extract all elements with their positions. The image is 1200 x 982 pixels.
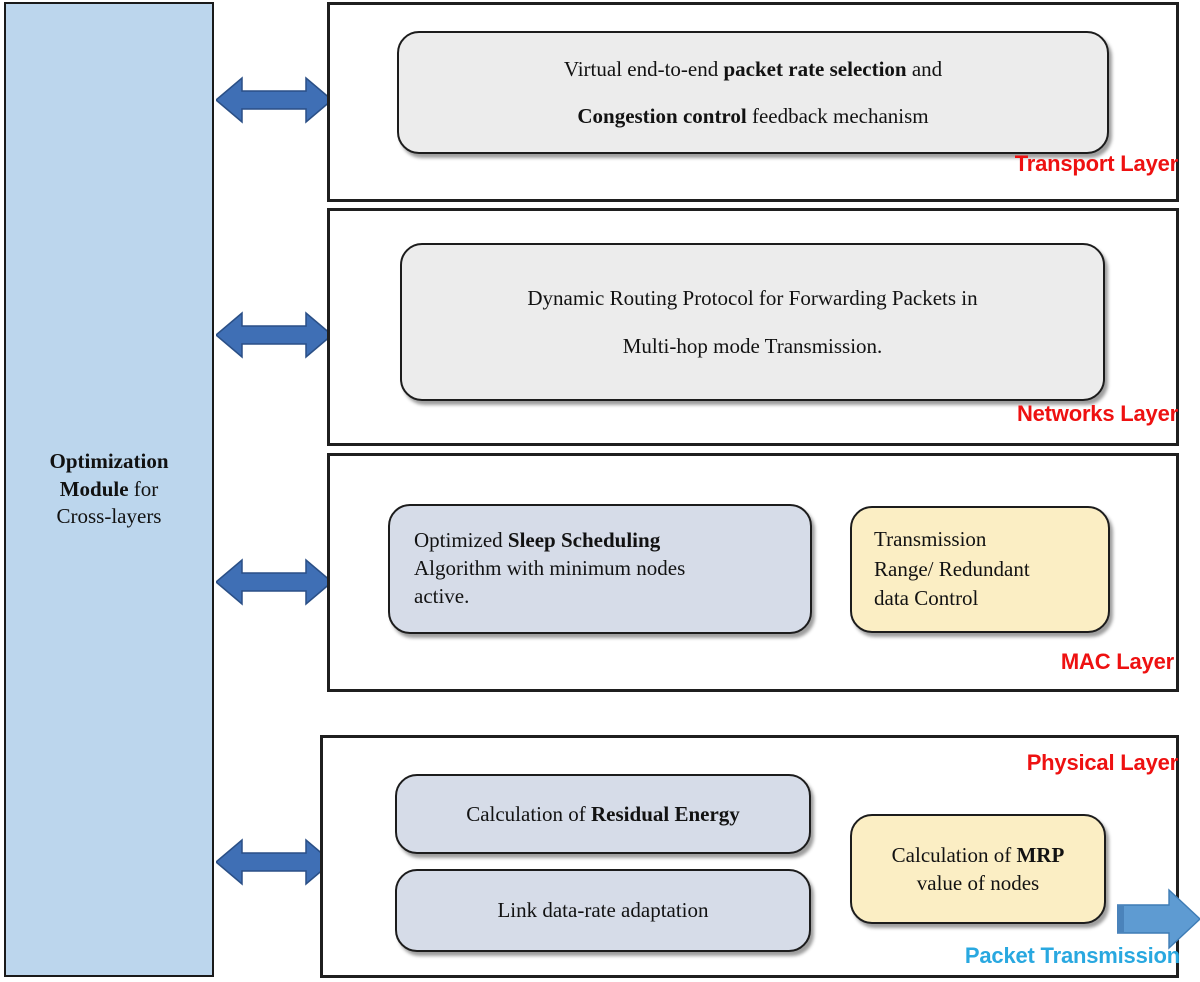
optimization-module-title: Optimization Module: [49, 448, 169, 501]
layer-networks: Dynamic Routing Protocol for Forwarding …: [327, 208, 1179, 446]
range-line-2: Range/ Redundant: [874, 556, 1030, 581]
transmission-range-box: Transmission Range/ Redundant data Contr…: [850, 506, 1110, 633]
sleep-line-1: Optimized Sleep Scheduling: [414, 528, 661, 553]
layer-physical: Physical Layer Calculation of Residual E…: [320, 735, 1180, 978]
layer-label-networks: Networks Layer: [1016, 401, 1178, 426]
range-line-3: data Control: [874, 586, 979, 611]
networks-line-1: Dynamic Routing Protocol for Forwarding …: [527, 285, 978, 310]
transport-line-1: Virtual end-to-end packet rate selection…: [563, 57, 943, 82]
layer-transport: Virtual end-to-end packet rate selection…: [327, 2, 1179, 202]
networks-line-2: Multi-hop mode Transmission.: [622, 334, 883, 358]
optimization-module-subtitle: Cross-layers: [56, 504, 162, 529]
layer-label-mac: MAC Layer: [1060, 649, 1174, 674]
transport-description-box: Virtual end-to-end packet rate selection…: [397, 31, 1109, 154]
networks-description-box: Dynamic Routing Protocol for Forwarding …: [400, 243, 1105, 401]
layer-mac: Optimized Sleep Scheduling Algorithm wit…: [327, 453, 1179, 692]
mrp-line-2: value of nodes: [916, 871, 1040, 895]
sleep-scheduling-box: Optimized Sleep Scheduling Algorithm wit…: [388, 504, 812, 634]
mrp-value-box: Calculation of MRP value of nodes: [850, 814, 1106, 924]
right-arrow-icon-packet-transmission: [1116, 888, 1200, 950]
residual-energy-box: Calculation of Residual Energy: [395, 774, 811, 854]
transport-line-2: Congestion control feedback mechanism: [577, 103, 929, 128]
packet-transmission-label: Packet Transmission: [964, 943, 1180, 968]
double-headed-arrow-icon-networks: [214, 308, 334, 362]
optimization-module-title-suffix: for: [128, 476, 159, 501]
range-line-1: Transmission: [874, 526, 987, 551]
linkrate-line-1: Link data-rate adaptation: [497, 898, 709, 923]
link-data-rate-box: Link data-rate adaptation: [395, 869, 811, 952]
double-headed-arrow-icon-transport: [214, 73, 334, 127]
residual-line-1: Calculation of Residual Energy: [466, 801, 740, 826]
optimization-module-panel: Optimization Module for Cross-layers: [4, 2, 214, 977]
layer-label-transport: Transport Layer: [1014, 151, 1178, 176]
sleep-line-2: Algorithm with minimum nodes: [414, 556, 686, 581]
mrp-line-1: Calculation of MRP: [891, 842, 1065, 867]
double-headed-arrow-icon-mac: [214, 555, 334, 609]
double-headed-arrow-icon-physical: [214, 835, 334, 889]
optimization-module-label: Optimization Module for Cross-layers: [6, 448, 212, 531]
sleep-line-3: active.: [414, 583, 470, 608]
layer-label-physical: Physical Layer: [1026, 750, 1178, 775]
